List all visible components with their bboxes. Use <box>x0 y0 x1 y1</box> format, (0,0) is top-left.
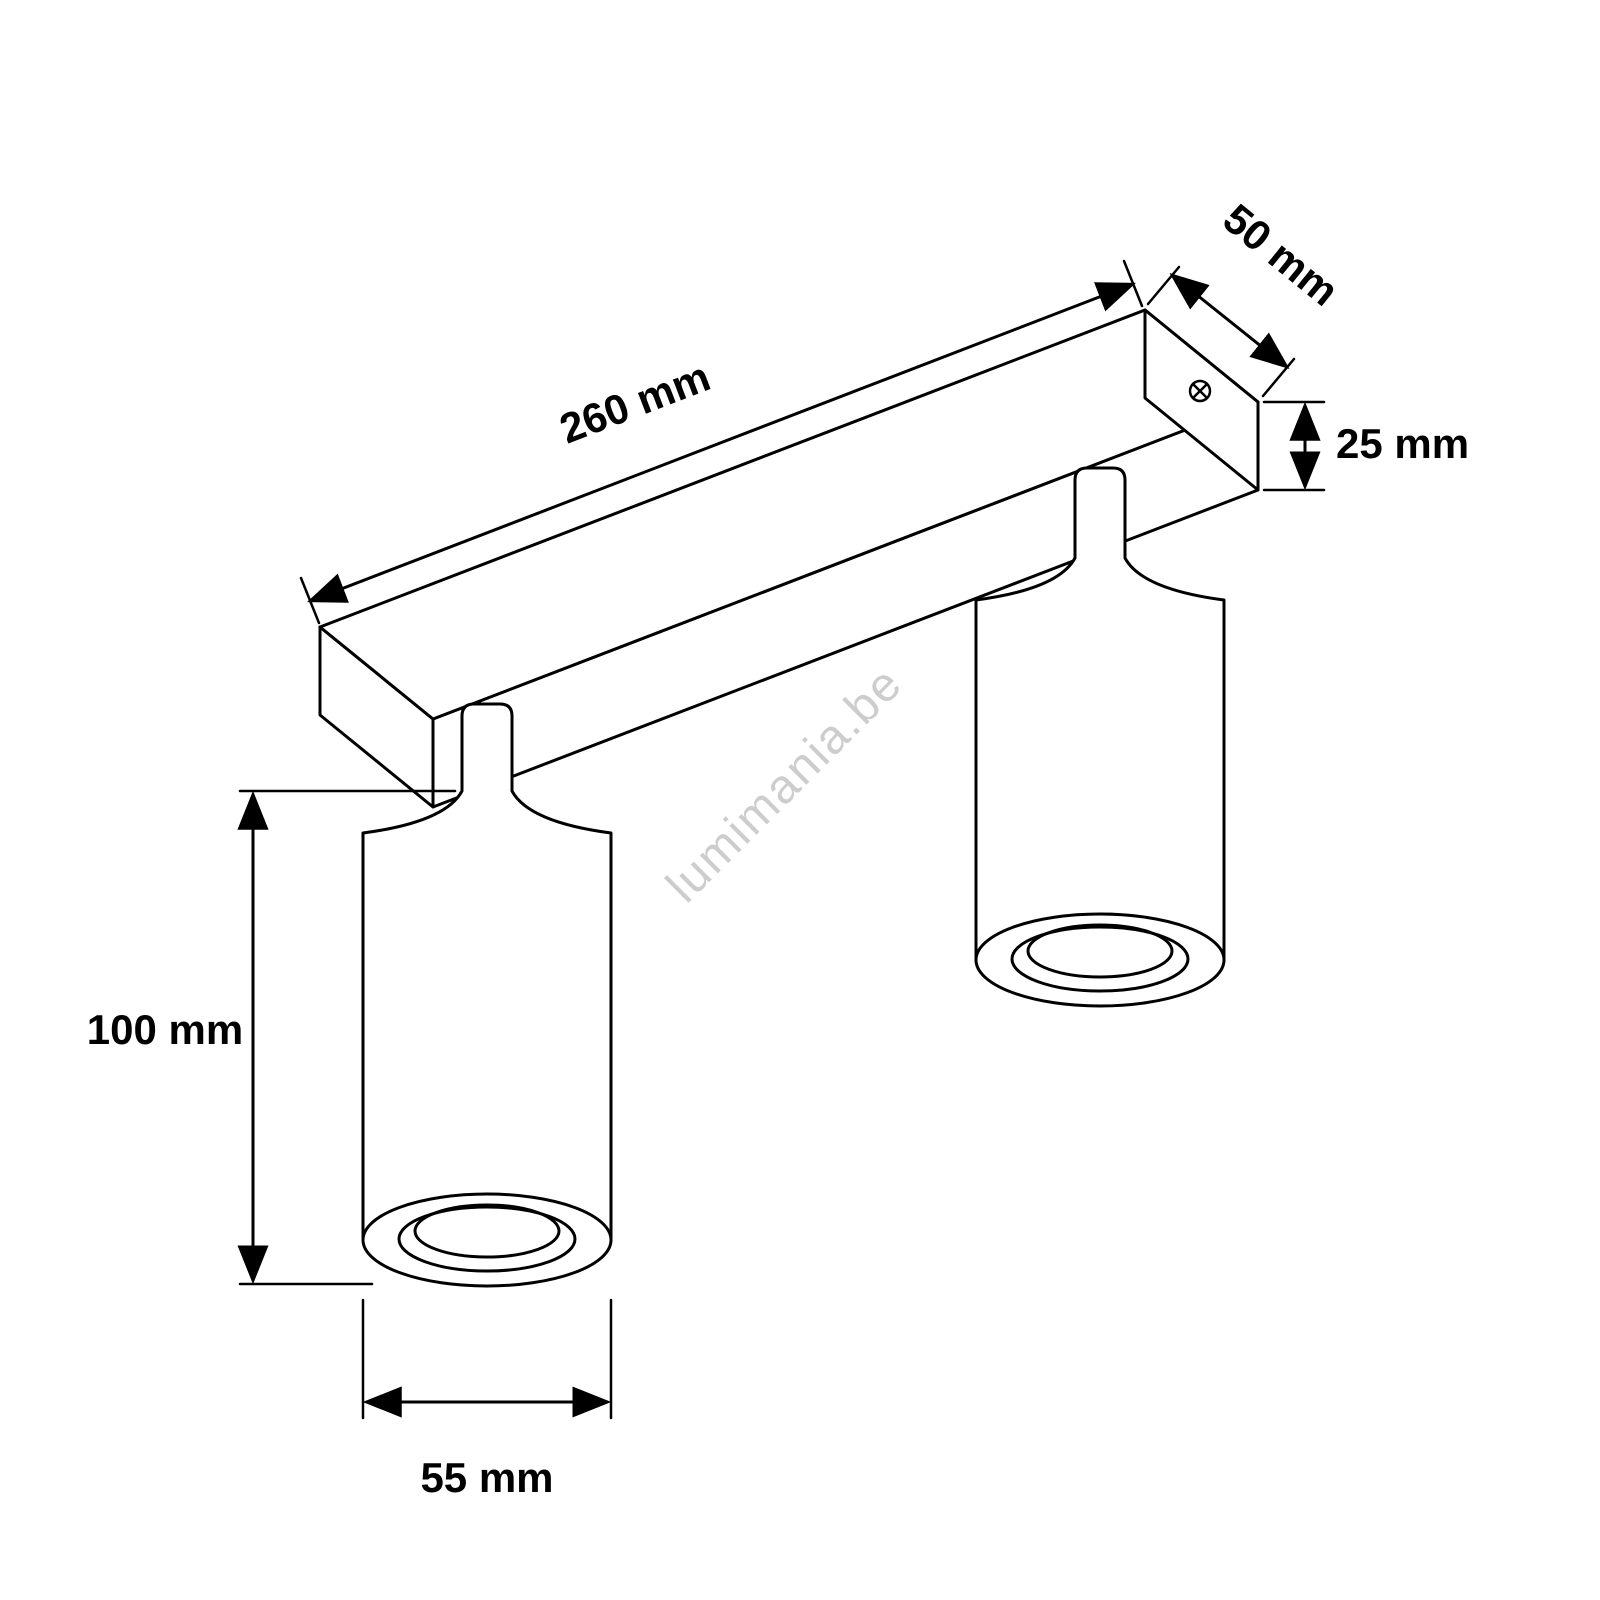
bar-length-label: 260 mm <box>553 352 716 452</box>
bar-depth-label: 50 mm <box>1215 195 1348 315</box>
spotlight-left-opening <box>397 1205 577 1273</box>
spotlight-left-lens <box>413 1203 561 1259</box>
bar-length-arrow-line <box>306 282 1137 603</box>
spotlight-left <box>361 702 613 1288</box>
extension-tick <box>1146 265 1181 306</box>
extension-tick <box>1261 357 1296 398</box>
extension-tick <box>1122 259 1144 308</box>
spotlight-left-body <box>361 702 613 1288</box>
spot-height-dimension: 100 mm <box>87 789 457 1286</box>
spot-height-label: 100 mm <box>87 1006 243 1053</box>
screw-icon <box>1188 379 1212 403</box>
spot-diameter-dimension: 55 mm <box>361 1298 613 1501</box>
bar-depth-arrow-line <box>1169 272 1290 370</box>
bar-height-label: 25 mm <box>1336 420 1469 467</box>
spotlight-left-bottom-rim <box>361 1192 613 1242</box>
spotlight-right-lens <box>1026 923 1174 979</box>
spotlight-right-bottom-rim <box>974 912 1226 962</box>
spotlight-right-opening <box>1010 925 1190 993</box>
spot-diameter-label: 55 mm <box>420 1454 553 1501</box>
bar-height-dimension: 25 mm <box>1262 400 1469 492</box>
